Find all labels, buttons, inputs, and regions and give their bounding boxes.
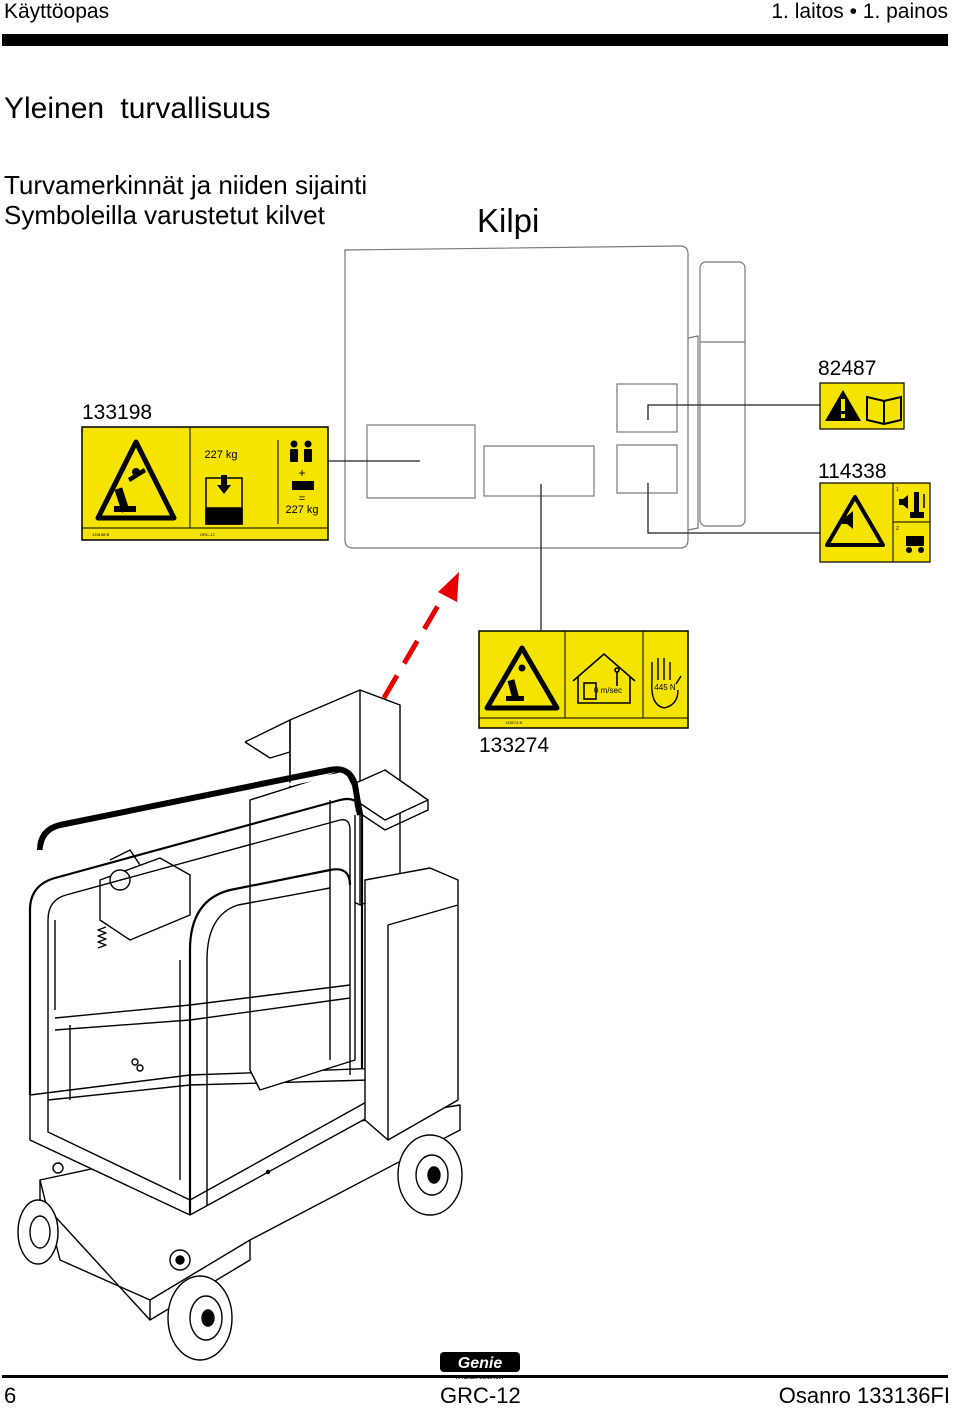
platform-tip-icon xyxy=(506,664,526,701)
alarm-sound-icon xyxy=(842,511,853,529)
leader-line-114338 xyxy=(647,483,820,534)
platform-icon xyxy=(205,477,243,525)
decal-114338-step-1: 1 xyxy=(896,487,899,493)
decal-133198-plus: + xyxy=(298,466,305,480)
warning-triangle-icon xyxy=(484,645,560,711)
genie-logo: Genie A TEREX COMPANY xyxy=(440,1352,520,1381)
capacity-arrow-icon xyxy=(217,475,231,494)
decal-number-133274: 133274 xyxy=(479,734,550,757)
platform-tip-icon xyxy=(114,468,146,513)
genie-logo-tagline: A TEREX COMPANY xyxy=(456,1375,505,1381)
alarm-sound-icon-small xyxy=(899,495,908,509)
machine-icon xyxy=(906,536,924,553)
decal-number-82487: 82487 xyxy=(818,357,877,380)
plate-label: Kilpi xyxy=(477,202,540,239)
decal-82487 xyxy=(819,382,905,430)
decal-133198-capacity: 227 kg xyxy=(204,449,237,461)
genie-logo-text: Genie xyxy=(458,1355,503,1372)
footer-rule xyxy=(2,1375,948,1378)
decal-133198-code: 133198 B xyxy=(92,532,109,537)
manual-book-icon xyxy=(866,395,902,426)
indoor-use-icon xyxy=(572,652,636,704)
mast-lowering-icon xyxy=(910,492,925,518)
footer-part-number: Osanro 133136FI xyxy=(778,1383,950,1408)
manual-title: Käyttöopas xyxy=(4,0,110,23)
header-rule xyxy=(2,34,948,46)
two-persons-icon xyxy=(290,440,312,462)
footer-model: GRC-12 xyxy=(440,1383,521,1408)
decal-number-114338: 114338 xyxy=(818,460,887,483)
plate-outline xyxy=(344,245,746,549)
decal-133274-force: 445 N xyxy=(654,683,676,692)
leader-line-82487 xyxy=(647,404,820,420)
decal-114338-step-2: 2 xyxy=(896,526,899,532)
page-number: 6 xyxy=(4,1383,17,1408)
edition-info: 1. laitos • 1. painos xyxy=(771,0,948,23)
section-title: Yleinen turvallisuus xyxy=(4,92,271,125)
hand-force-icon xyxy=(651,658,682,709)
subtitle-decal-locations: Turvamerkinnät ja niiden sijainti xyxy=(4,170,368,200)
decal-133198: 227 kg + = 227 kg 133198 B GRC-12 xyxy=(81,426,329,541)
decal-133198-model: GRC-12 xyxy=(200,532,215,537)
decal-133198-total: 227 kg xyxy=(285,504,318,516)
subtitle-symbol-decals: Symboleilla varustetut kilvet xyxy=(4,200,325,230)
machine-illustration xyxy=(17,689,463,1361)
decal-133274-code: 133274 B xyxy=(505,720,522,725)
decal-133198-equals: = xyxy=(299,493,305,505)
decal-133274: 0 m/sec 445 N 133274 B xyxy=(478,630,689,729)
tool-box-icon xyxy=(292,481,314,490)
decal-133274-wind: 0 m/sec xyxy=(594,686,622,695)
decal-114338: 1 2 xyxy=(819,482,931,563)
warning-triangle-icon xyxy=(95,439,177,521)
warning-triangle-icon xyxy=(825,495,885,547)
decal-number-133198: 133198 xyxy=(82,401,153,424)
